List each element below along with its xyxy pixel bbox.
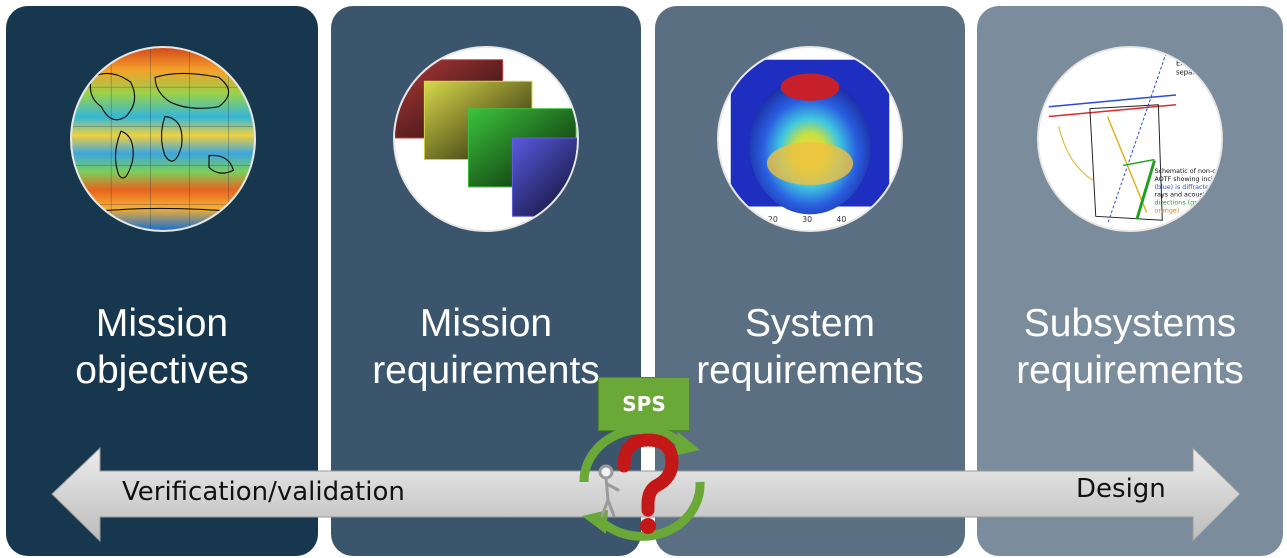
panel-title-line-1: Mission — [419, 302, 553, 345]
panel-title: Mission requirements — [331, 300, 641, 394]
beam-intensity-map-image: 20 30 40 — [717, 46, 903, 232]
panel-title: Mission objectives — [6, 300, 318, 394]
plot-tick: 40 — [836, 215, 846, 224]
schematic-caption: orange) — [1154, 207, 1179, 214]
sps-cycle-graphic — [579, 425, 705, 541]
panel-title-line-2: objectives — [75, 349, 249, 392]
plot-tick: 30 — [802, 215, 812, 224]
panel-title-line-2: requirements — [696, 349, 924, 392]
panel-title: Subsystems requirements — [977, 300, 1283, 394]
schematic-label: separati — [1176, 68, 1204, 76]
panel-title-line-1: Subsystems — [1023, 302, 1237, 345]
cycle-arrowhead-icon — [674, 432, 700, 456]
plot-tick: 20 — [768, 215, 778, 224]
panel-title-line-2: requirements — [1016, 349, 1244, 392]
panel-mission-objectives: Mission objectives — [6, 6, 318, 556]
schematic-caption: directions (gree — [1154, 200, 1204, 207]
design-label: Design — [1076, 474, 1166, 504]
sps-badge-label: SPS — [622, 392, 666, 416]
panel-title-line-1: System — [744, 302, 876, 345]
schematic-caption: AOTF showing incid — [1154, 176, 1216, 183]
aotf-ray-schematic-image: Externa separati Schematic of non-cr AOT… — [1037, 46, 1223, 232]
panel-title: System requirements — [655, 300, 965, 394]
panel-title-line-1: Mission — [95, 302, 229, 345]
sps-badge: SPS — [598, 377, 690, 431]
verification-validation-label: Verification/validation — [122, 477, 405, 507]
panel-subsystems-requirements: Externa separati Schematic of non-cr AOT… — [977, 6, 1283, 556]
panel-title-line-2: requirements — [372, 349, 600, 392]
thinking-person-icon — [598, 464, 620, 518]
schematic-caption: Schematic of non-cr — [1154, 168, 1218, 175]
panel-system-requirements: 20 30 40 System requirements — [655, 6, 965, 556]
schematic-caption: rays and acoustic — [1154, 192, 1210, 199]
world-map-heatmap-image — [70, 46, 256, 232]
schematic-caption: (blue) is diffracted — [1154, 184, 1212, 191]
question-mark-icon — [617, 433, 679, 534]
